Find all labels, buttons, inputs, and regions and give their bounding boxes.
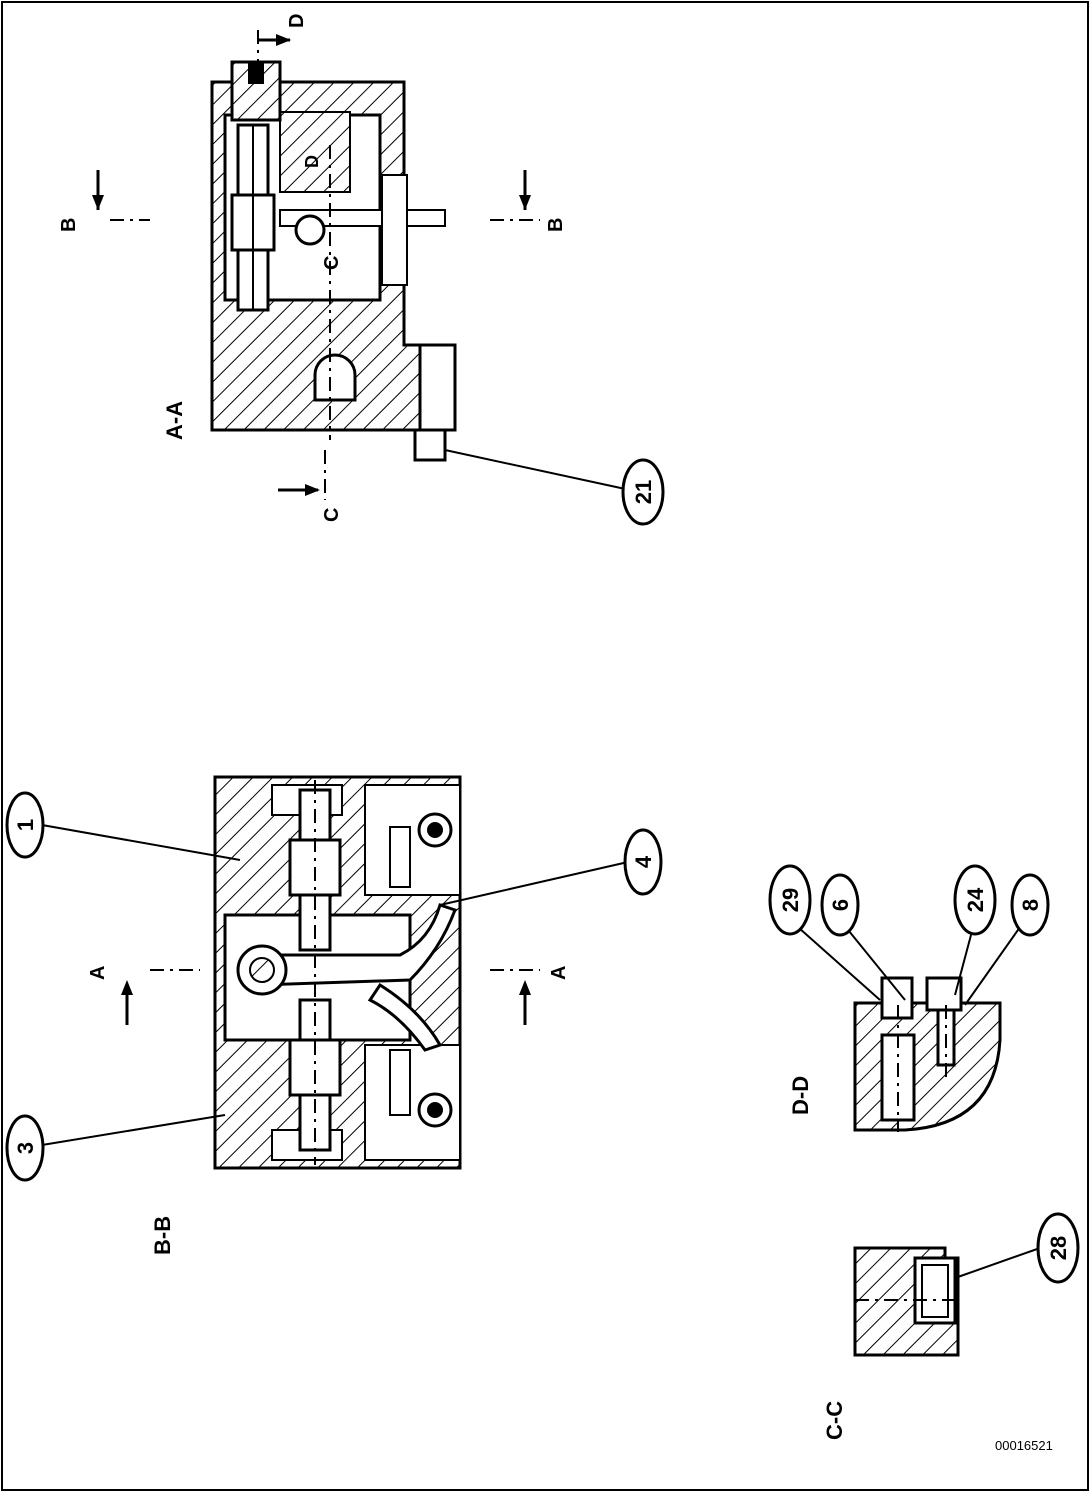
callout-8-ring bbox=[1010, 873, 1050, 937]
callout-24-ring bbox=[953, 864, 997, 936]
callout-3: 3 bbox=[13, 1142, 38, 1154]
section-label-c-c: C-C bbox=[822, 1401, 847, 1440]
section-label-a-a: A-A bbox=[162, 401, 187, 440]
section-c-c-view bbox=[853, 1246, 1041, 1357]
callout-24: 24 bbox=[963, 887, 988, 912]
section-label-d-d: D-D bbox=[788, 1076, 813, 1115]
marker-c-bottom: C bbox=[321, 508, 343, 522]
callout-8: 8 bbox=[1018, 899, 1043, 911]
marker-a-left: A bbox=[87, 966, 109, 980]
callout-4-ring bbox=[623, 828, 663, 896]
marker-a-right: A bbox=[548, 966, 570, 980]
section-d-d-view bbox=[789, 919, 1026, 1132]
drawing-reference-code: 00016521 bbox=[995, 1438, 1053, 1453]
callout-4: 4 bbox=[631, 855, 656, 868]
marker-b-right: B bbox=[545, 218, 567, 232]
callout-6: 6 bbox=[828, 899, 853, 911]
callout-29: 29 bbox=[778, 888, 803, 912]
marker-c-top: C bbox=[321, 256, 343, 270]
section-a-a-view bbox=[92, 30, 540, 500]
section-b-b-view bbox=[121, 775, 540, 1170]
marker-b-left: B bbox=[58, 218, 80, 232]
callout-21: 21 bbox=[631, 480, 656, 504]
callout-29-ring bbox=[768, 864, 812, 936]
callout-1-ring bbox=[5, 791, 45, 859]
marker-d-upper: D bbox=[286, 14, 308, 28]
section-label-b-b: B-B bbox=[150, 1216, 175, 1255]
callout-28: 28 bbox=[1046, 1236, 1071, 1260]
callout-28-ring bbox=[1036, 1212, 1080, 1284]
callout-6-ring bbox=[820, 873, 860, 937]
callout-1: 1 bbox=[13, 819, 38, 831]
callout-21-ring bbox=[621, 458, 665, 526]
callout-3-ring bbox=[5, 1114, 45, 1182]
marker-d-inner: D bbox=[302, 155, 322, 168]
